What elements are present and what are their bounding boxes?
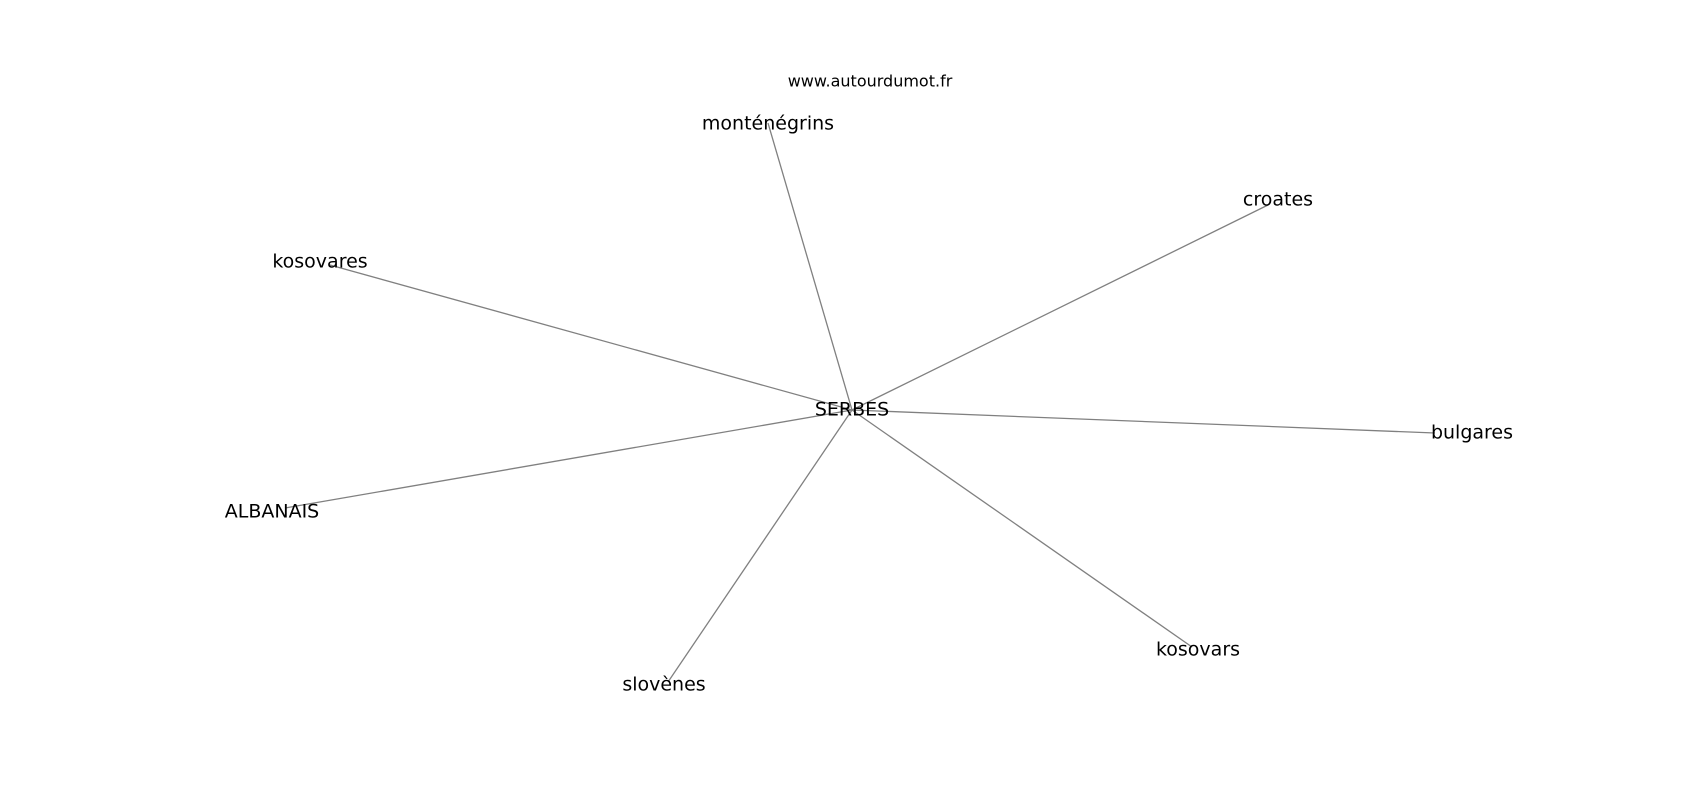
edge-albanais (284, 409, 853, 509)
watermark: www.autourdumot.fr (788, 72, 953, 91)
node-label-montenegrins: monténégrins (702, 113, 834, 135)
edge-kosovars (851, 409, 1193, 648)
edge-croates (851, 204, 1269, 411)
node-label-kosovares: kosovares (272, 251, 367, 273)
edge-montenegrins (767, 122, 853, 411)
node-label-kosovars: kosovars (1156, 639, 1240, 661)
edge-slovenes (667, 409, 853, 683)
node-label-bulgares: bulgares (1431, 422, 1513, 444)
edge-bulgares (851, 409, 1436, 434)
node-label-croates: croates (1243, 189, 1313, 211)
edges (284, 122, 1436, 683)
nodes: SERBES monténégrins croates kosovares bulgar… (225, 113, 1513, 696)
node-label-center: SERBES (815, 399, 889, 421)
node-label-slovenes: slovènes (622, 674, 705, 696)
node-label-albanais: ALBANAIS (225, 501, 320, 523)
edge-kosovares (329, 264, 853, 411)
